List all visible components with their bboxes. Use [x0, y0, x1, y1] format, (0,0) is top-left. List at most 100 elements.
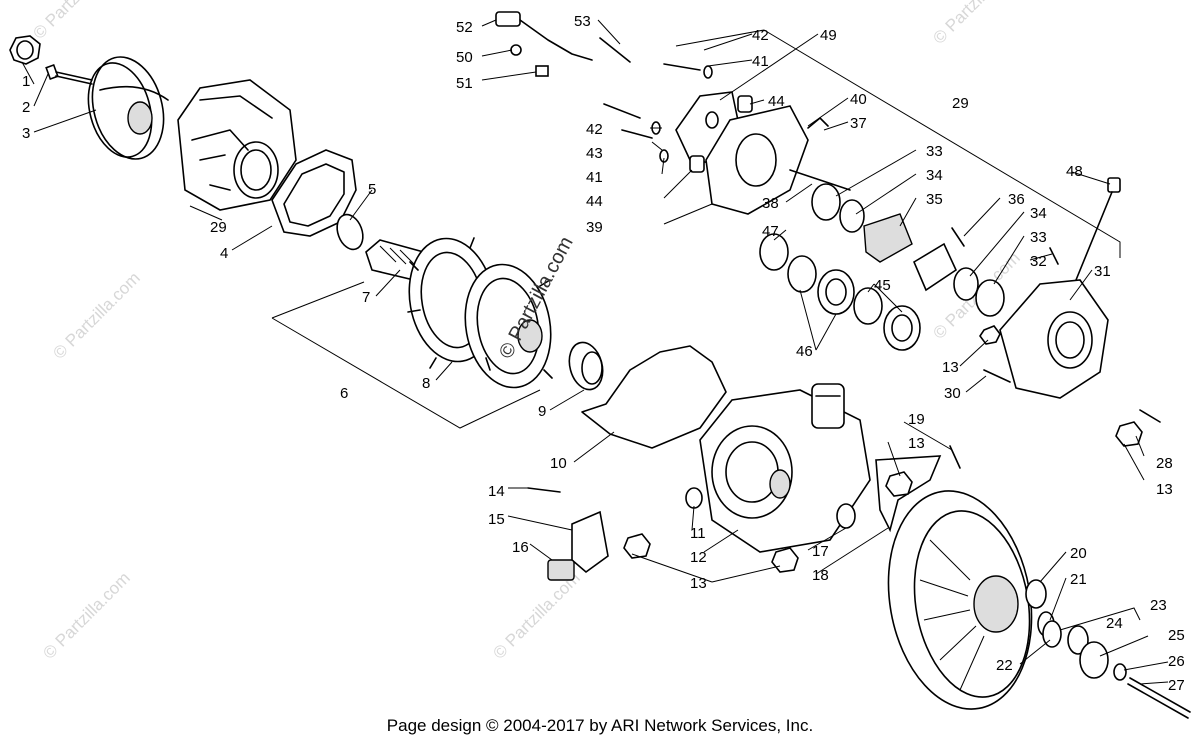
bolt-28: [1139, 409, 1161, 423]
callout-label: 21: [1070, 571, 1087, 588]
callout-label: 49: [820, 27, 837, 44]
callout-label: 25: [1168, 627, 1185, 644]
callout-label: 44: [586, 193, 603, 210]
callout-label: 19: [908, 411, 925, 428]
nut-13a: [623, 533, 651, 559]
leader-lines: [21, 19, 1169, 685]
bushing-44: [689, 95, 753, 173]
callout-label: 32: [1030, 253, 1047, 270]
bushing-33a: [811, 183, 841, 221]
callout-label: 50: [456, 49, 473, 66]
callout-label: 33: [926, 143, 943, 160]
callout-label: 38: [762, 195, 779, 212]
track-sprocket-8: [407, 237, 553, 389]
bolt-2: [45, 63, 93, 85]
washer-11: [685, 487, 703, 509]
callout-label: 15: [488, 511, 505, 528]
pin-38: [789, 169, 851, 191]
housing-31: [999, 279, 1109, 399]
callout-label: 12: [690, 549, 707, 566]
drive-sheave-3: [87, 56, 169, 160]
callout-label: 8: [422, 375, 430, 392]
bracket-15: [571, 510, 609, 574]
harness-10: [581, 345, 727, 449]
nut-1: [9, 35, 41, 65]
callout-label: 37: [850, 115, 867, 132]
washer-17: [836, 503, 856, 529]
footer-credit: Page design © 2004-2017 by ARI Network S…: [386, 716, 814, 735]
caliper-39: [705, 105, 809, 215]
callout-label: 2: [22, 99, 30, 116]
callout-label: 10: [550, 455, 567, 472]
bearing-46: [787, 255, 855, 315]
callout-label: 48: [1066, 163, 1083, 180]
callout-label: 53: [574, 13, 591, 30]
brake-pad-35: [863, 213, 913, 263]
pin-53: [599, 37, 631, 63]
plug-48: [1075, 177, 1121, 281]
watermark: © Partzilla.com: [49, 268, 143, 362]
ring-22: [1042, 620, 1062, 648]
bolt-32: [1049, 247, 1059, 265]
assembly-brackets: [271, 29, 1141, 631]
callout-label: 7: [362, 289, 370, 306]
callout-label: 17: [812, 543, 829, 560]
callout-label: 13: [690, 575, 707, 592]
callout-label: 44: [768, 93, 785, 110]
callout-label: 39: [586, 219, 603, 236]
ring-47: [759, 233, 789, 271]
callout-label: 34: [1030, 205, 1047, 222]
callout-label: 13: [1156, 481, 1173, 498]
ring-34b: [953, 267, 979, 301]
bearing-9: [568, 341, 604, 391]
washer-25: [1079, 641, 1109, 679]
callout-label: 30: [944, 385, 961, 402]
screw-50: [510, 44, 522, 56]
callout-label: 34: [926, 167, 943, 184]
callout-label: 3: [22, 125, 30, 142]
callout-label: 22: [996, 657, 1013, 674]
seal-45: [853, 287, 921, 351]
callout-label: 29: [952, 95, 969, 112]
bolt-30: [983, 369, 1011, 383]
spring-36: [951, 227, 965, 247]
watermark: © Partzilla.com: [489, 568, 583, 662]
gear-housing-29: [177, 79, 297, 211]
callout-label: 4: [220, 245, 228, 262]
callouts: 1 2 3 29 4 5 7 6 8 9 10 14 15 16 11 12 1…: [22, 13, 1185, 694]
callout-label: 43: [586, 145, 603, 162]
o-ring-5: [336, 213, 364, 251]
gasket-4: [271, 149, 357, 237]
gear-case-12: [699, 383, 871, 553]
callout-label: 5: [368, 181, 376, 198]
callout-label: 14: [488, 483, 505, 500]
nut-13d: [1115, 421, 1143, 447]
callout-label: 52: [456, 19, 473, 36]
callout-label: 41: [752, 53, 769, 70]
bushing-26: [1113, 663, 1127, 681]
callout-label: 28: [1156, 455, 1173, 472]
callout-label: 51: [456, 75, 473, 92]
watermark: © Partzilla.com: [29, 0, 123, 43]
nut-13b: [771, 547, 799, 573]
callout-label: 36: [1008, 191, 1025, 208]
callout-label: 26: [1168, 653, 1185, 670]
callout-label: 41: [586, 169, 603, 186]
callout-label: 9: [538, 403, 546, 420]
washer-20: [1025, 579, 1047, 609]
nut-13c: [885, 471, 913, 497]
watermark: © Partzilla.com: [929, 0, 1023, 48]
callout-label: 13: [942, 359, 959, 376]
bolt-14: [527, 487, 561, 493]
callout-label: 33: [1030, 229, 1047, 246]
callout-label: 27: [1168, 677, 1185, 694]
brake-pad-plate: [912, 242, 958, 292]
callout-label: 24: [1106, 615, 1123, 632]
callout-label: 11: [690, 525, 706, 542]
callout-label: 13: [908, 435, 925, 452]
sensor-52: [495, 11, 593, 61]
callout-label: 35: [926, 191, 943, 208]
ring-34a: [839, 199, 865, 233]
callout-label: 45: [874, 277, 891, 294]
